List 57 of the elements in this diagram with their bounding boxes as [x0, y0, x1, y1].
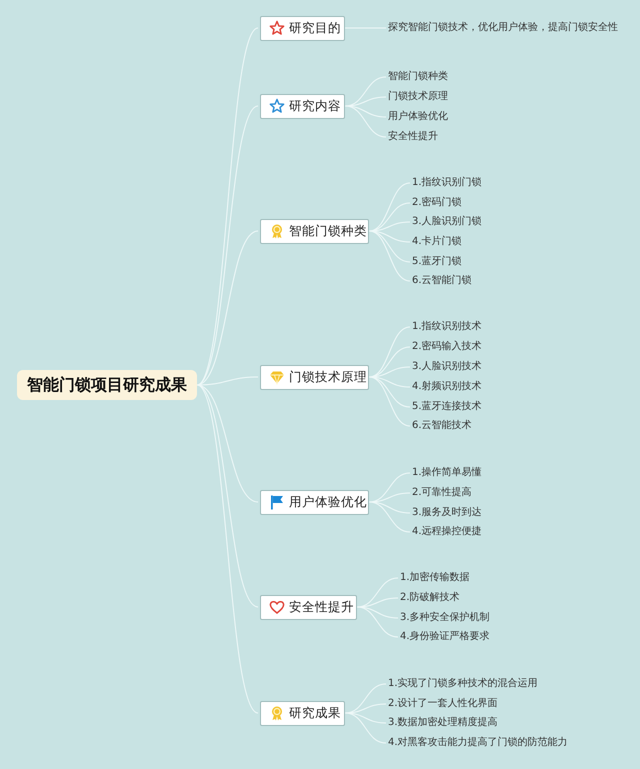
connector-line: [368, 182, 410, 232]
topic-box: [260, 490, 369, 514]
topic-label: 研究成果: [289, 704, 341, 722]
subtopic-text: 门锁技术原理: [388, 89, 448, 105]
topic-box: [260, 94, 345, 118]
topic-box: [260, 594, 357, 620]
subtopic-text: 1.实现了门锁多种技术的混合运用: [388, 676, 538, 692]
subtopic-text: 4.对黑客攻击能力提高了门锁的防范能力: [388, 735, 568, 751]
subtopic-text: 4.射频识别技术: [412, 379, 482, 395]
subtopic-text: 1.操作简单易懂: [412, 465, 482, 481]
connector-line: [368, 376, 410, 408]
topic-label: 研究目的: [289, 20, 341, 36]
subtopic-text: 1.指纹识别门锁: [412, 175, 482, 191]
subtopic-text: 智能门锁种类: [388, 69, 448, 85]
subtopic-text: 1.加密传输数据: [400, 570, 470, 586]
subtopic-text: 6.云智能技术: [412, 418, 472, 434]
subtopic-text: 用户体验优化: [388, 109, 448, 125]
subtopic-text: 2.防破解技术: [400, 590, 460, 606]
topic-label: 门锁技术原理: [289, 368, 367, 386]
connector-line: [368, 502, 410, 532]
subtopic-text: 3.人脸识别技术: [412, 359, 482, 375]
subtopic-text: 5.蓝牙门锁: [412, 254, 462, 270]
subtopic-text: 安全性提升: [388, 129, 438, 145]
topic-label: 研究内容: [289, 98, 341, 114]
connector-line: [368, 376, 410, 426]
topic-label: 智能门锁种类: [289, 222, 367, 240]
subtopic-text: 3.人脸识别门锁: [412, 214, 482, 230]
connector-line: [368, 230, 410, 262]
subtopic-text: 2.密码门锁: [412, 195, 462, 211]
subtopic-text: 3.多种安全保护机制: [400, 610, 490, 626]
topic-label: 用户体验优化: [289, 494, 367, 510]
connector-line: [344, 106, 386, 138]
root-topic-box: 智能门锁项目研究成果: [17, 370, 197, 400]
connector-line: [368, 230, 410, 282]
subtopic-text: 4.卡片门锁: [412, 234, 462, 250]
subtopic-text: 5.蓝牙连接技术: [412, 399, 482, 415]
connector-line: [196, 28, 258, 386]
topic-box: [260, 364, 369, 390]
topic-box: [260, 700, 345, 726]
subtopic-text: 3.数据加密处理精度提高: [388, 715, 498, 731]
connector-line: [196, 106, 258, 386]
subtopic-text: 6.云智能门锁: [412, 273, 472, 289]
subtopic-text: 探究智能门锁技术，优化用户体验，提高门锁安全性: [388, 20, 618, 36]
connector-line: [344, 712, 386, 744]
subtopic-text: 2.可靠性提高: [412, 485, 472, 501]
topic-label: 安全性提升: [289, 598, 354, 616]
subtopic-text: 4.远程操控便捷: [412, 524, 482, 540]
connector-line: [196, 384, 258, 714]
topic-box: [260, 218, 369, 244]
connector-line: [356, 606, 398, 638]
subtopic-text: 2.设计了一套人性化界面: [388, 696, 498, 712]
connector-line: [368, 326, 410, 378]
subtopic-text: 3.服务及时到达: [412, 505, 482, 521]
subtopic-text: 4.身份验证严格要求: [400, 629, 490, 645]
topic-box: [260, 16, 345, 40]
subtopic-text: 1.指纹识别技术: [412, 319, 482, 335]
subtopic-text: 2.密码输入技术: [412, 339, 482, 355]
